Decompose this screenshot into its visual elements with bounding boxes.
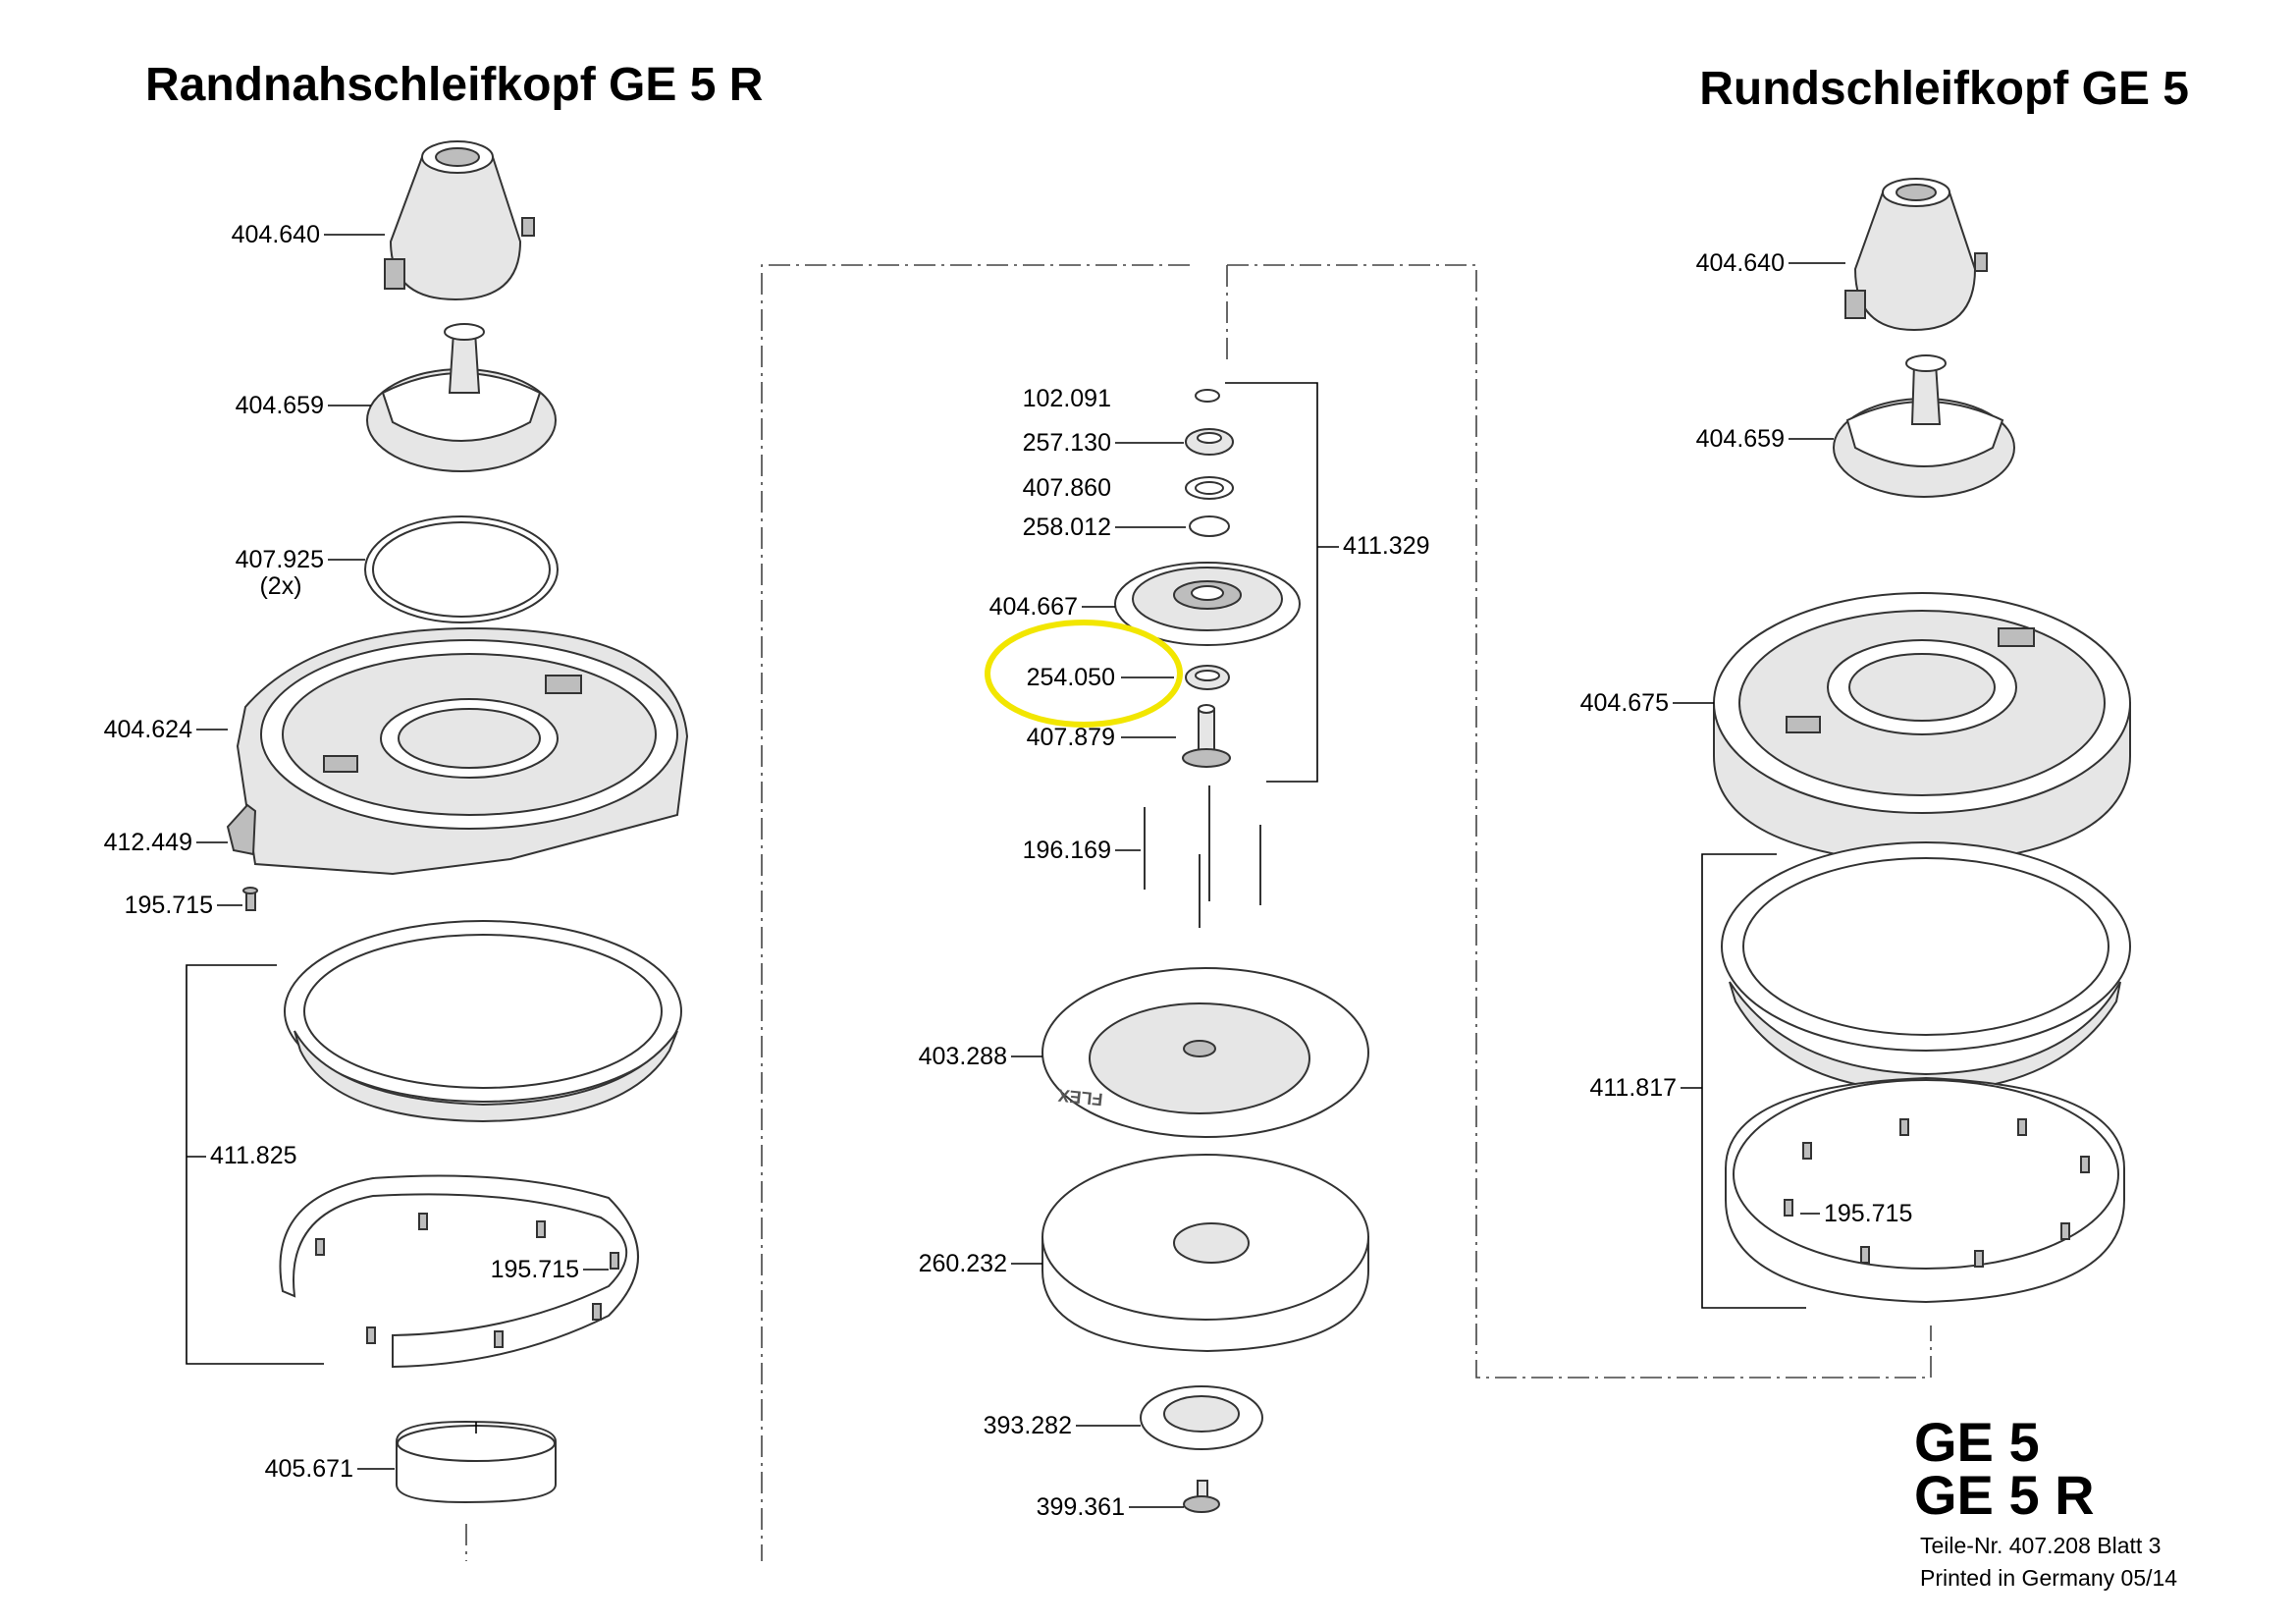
label-407-879: 407.879 <box>1027 724 1115 751</box>
part-407-925-ring[interactable] <box>364 515 559 623</box>
label-393-282: 393.282 <box>984 1412 1072 1439</box>
part-407-879-shaft[interactable] <box>1182 704 1231 768</box>
assembly-frame-dashed <box>465 264 1932 1561</box>
part-404-675-housing[interactable] <box>1713 592 2131 866</box>
label-404-675: 404.675 <box>1580 689 1669 717</box>
label-404-659-left: 404.659 <box>236 392 324 419</box>
part-404-640-right[interactable] <box>1844 178 1988 332</box>
label-407-860: 407.860 <box>1023 474 1111 502</box>
model-ge5: GE 5 <box>1914 1411 2040 1473</box>
part-102-091-circlip[interactable] <box>1195 389 1220 403</box>
part-257-130-bearing[interactable] <box>1185 428 1234 456</box>
part-404-667-carrier[interactable] <box>1114 562 1301 646</box>
label-195-715-left: 195.715 <box>125 892 213 919</box>
part-260-232-disc[interactable] <box>1041 1154 1369 1353</box>
label-411-817: 411.817 <box>1589 1074 1677 1102</box>
label-102-091: 102.091 <box>1023 385 1111 412</box>
part-399-361-screw[interactable] <box>1183 1480 1220 1513</box>
part-407-860-washer[interactable] <box>1185 476 1234 500</box>
label-407-925-qty: (2x) <box>259 572 301 600</box>
label-195-715-ring: 195.715 <box>491 1256 579 1283</box>
part-404-624-housing[interactable] <box>236 626 689 876</box>
part-411-825-ring[interactable] <box>279 1174 639 1369</box>
part-411-825-frame[interactable] <box>284 920 682 1123</box>
part-404-640-left[interactable] <box>384 140 535 301</box>
part-404-659-left[interactable] <box>366 323 557 472</box>
part-258-012-ring[interactable] <box>1189 515 1230 537</box>
label-258-012: 258.012 <box>1023 514 1111 541</box>
printed-note: Printed in Germany 05/14 <box>1920 1565 2177 1591</box>
part-404-659-right[interactable] <box>1833 354 2015 498</box>
part-254-050-bearing[interactable] <box>1185 665 1230 690</box>
model-ge5r: GE 5 R <box>1914 1464 2095 1526</box>
part-195-715-screw-left[interactable] <box>242 887 258 911</box>
pad-brand-text: FLEX <box>1057 1085 1104 1109</box>
part-412-449-clip[interactable] <box>226 803 257 856</box>
part-393-282-plate[interactable] <box>1140 1385 1263 1450</box>
title-left: Randnahschleifkopf GE 5 R <box>145 59 763 111</box>
label-403-288: 403.288 <box>919 1043 1007 1070</box>
part-411-817-frame[interactable] <box>1721 841 2131 1094</box>
title-right: Rundschleifkopf GE 5 <box>1699 63 2189 115</box>
drawing-part-number: Teile-Nr. 407.208 Blatt 3 <box>1920 1533 2161 1558</box>
label-407-925: 407.925 <box>236 546 324 573</box>
part-405-671-band[interactable] <box>396 1420 557 1504</box>
label-257-130: 257.130 <box>1023 429 1111 457</box>
label-404-667: 404.667 <box>989 593 1078 621</box>
part-411-817-ring[interactable] <box>1725 1076 2125 1304</box>
label-195-715-right: 195.715 <box>1824 1200 1912 1227</box>
label-412-449: 412.449 <box>104 829 192 856</box>
label-405-671: 405.671 <box>265 1455 353 1483</box>
label-196-169: 196.169 <box>1023 837 1111 864</box>
label-404-640-left: 404.640 <box>232 221 320 248</box>
label-404-640-right: 404.640 <box>1696 249 1785 277</box>
label-399-361: 399.361 <box>1037 1493 1125 1521</box>
label-411-329: 411.329 <box>1343 532 1430 560</box>
highlight-circle <box>985 620 1183 728</box>
label-260-232: 260.232 <box>919 1250 1007 1277</box>
label-404-624: 404.624 <box>104 716 192 743</box>
label-404-659-right: 404.659 <box>1696 425 1785 453</box>
label-411-825: 411.825 <box>210 1142 297 1169</box>
label-254-050: 254.050 <box>1027 664 1115 691</box>
part-196-169-pins[interactable] <box>1144 785 1261 928</box>
part-403-288-pad[interactable]: FLEX <box>1041 967 1369 1138</box>
